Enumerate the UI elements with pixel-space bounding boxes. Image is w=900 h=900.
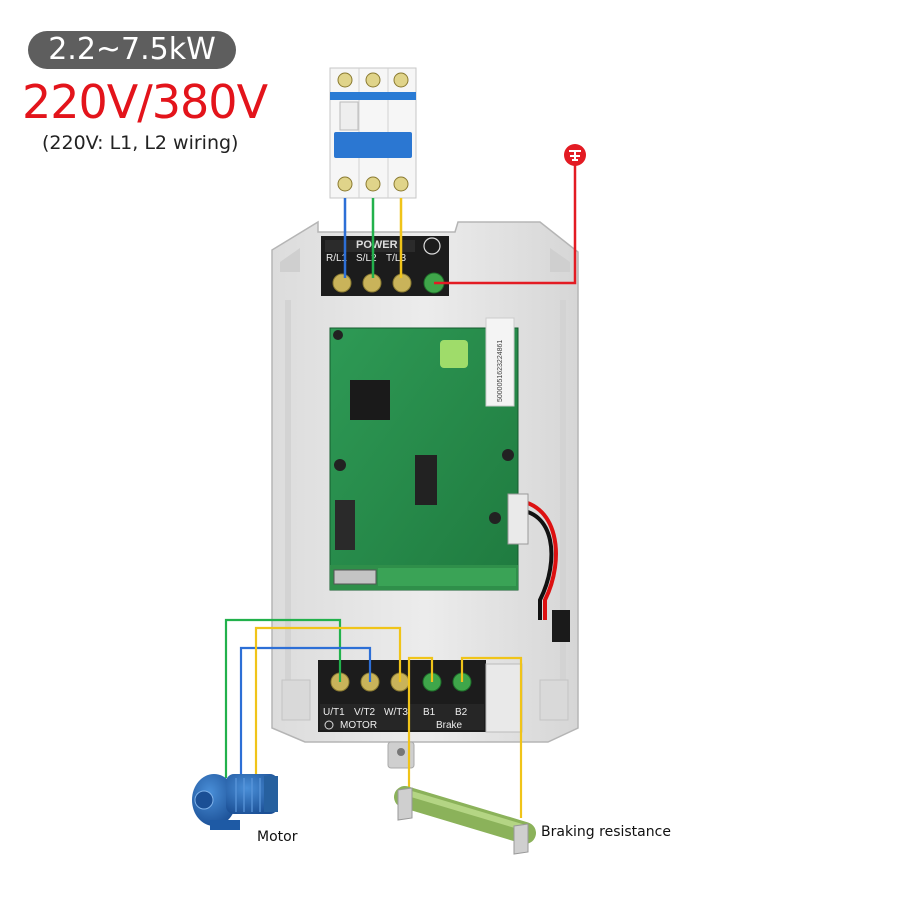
- terminal-label-wt3: W/T3: [384, 707, 408, 718]
- control-board: 5000051623224861: [329, 317, 570, 642]
- motor-image: [192, 774, 278, 830]
- braking-resistor-image: [394, 786, 536, 855]
- terminal-label-vt2: V/T2: [354, 707, 376, 718]
- terminal-label-b1: B1: [423, 707, 436, 718]
- brake-wires: [407, 656, 523, 818]
- wiring-note: (220V: L1, L2 wiring): [42, 132, 239, 154]
- ground-mark-icon: [423, 237, 441, 255]
- power-range-badge: 2.2~7.5kW: [28, 31, 236, 69]
- terminal-label-sl2: S/L2: [356, 253, 377, 264]
- ground-mark-icon: [324, 720, 334, 730]
- terminal-label-rl1: R/L1: [326, 253, 348, 264]
- brake-terminal-label: Brake: [436, 720, 463, 731]
- terminal-label-b2: B2: [455, 707, 468, 718]
- power-terminal-title: POWER: [356, 239, 398, 251]
- motor-terminal-label: MOTOR: [340, 720, 377, 731]
- board-serial-sticker: 5000051623224861: [497, 340, 504, 402]
- terminal-label-tl3: T/L3: [386, 253, 406, 264]
- power-terminal-block: POWER R/L1 S/L2 T/L3: [321, 236, 449, 296]
- braking-resistance-caption: Braking resistance: [541, 824, 671, 840]
- wire-red-ground: [434, 165, 577, 285]
- voltage-title: 220V/380V: [22, 75, 268, 129]
- motor-caption: Motor: [257, 829, 298, 845]
- terminal-label-ut1: U/T1: [323, 707, 345, 718]
- motor-wires: [224, 618, 402, 778]
- circuit-breaker: [329, 67, 417, 199]
- ground-symbol-icon: [564, 144, 586, 166]
- output-terminal-block: U/T1 V/T2 W/T3 B1 B2 MOTOR Brake: [318, 660, 523, 733]
- input-wires: [343, 165, 577, 285]
